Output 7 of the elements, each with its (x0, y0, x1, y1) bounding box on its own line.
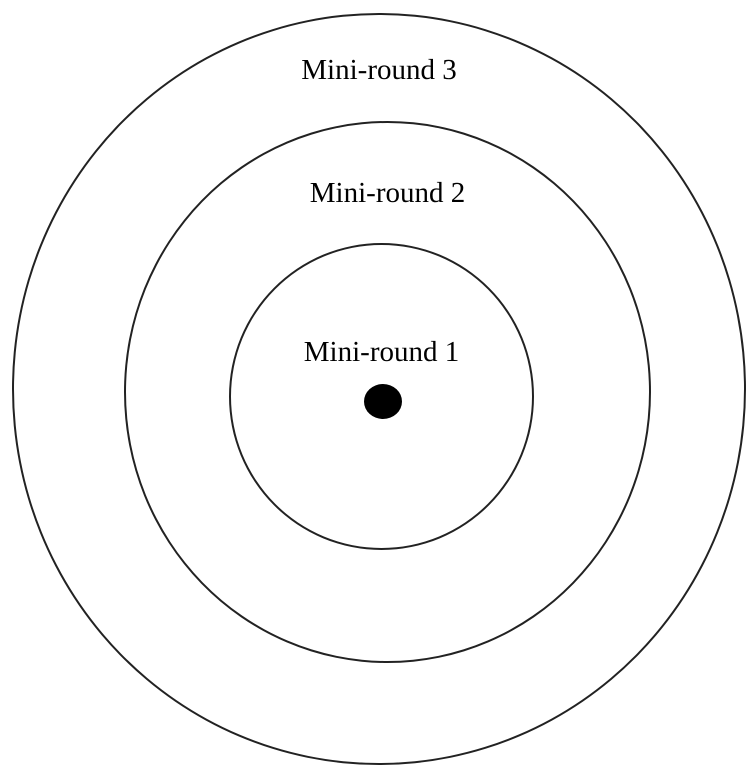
ring-circle (229, 243, 534, 550)
ring-label: Mini-round 1 (304, 336, 460, 369)
ring-label: Mini-round 2 (310, 177, 466, 210)
ring-circle (124, 121, 651, 663)
center-dot (364, 384, 402, 419)
ring-label: Mini-round 3 (301, 54, 457, 87)
ring-circle (12, 13, 746, 765)
